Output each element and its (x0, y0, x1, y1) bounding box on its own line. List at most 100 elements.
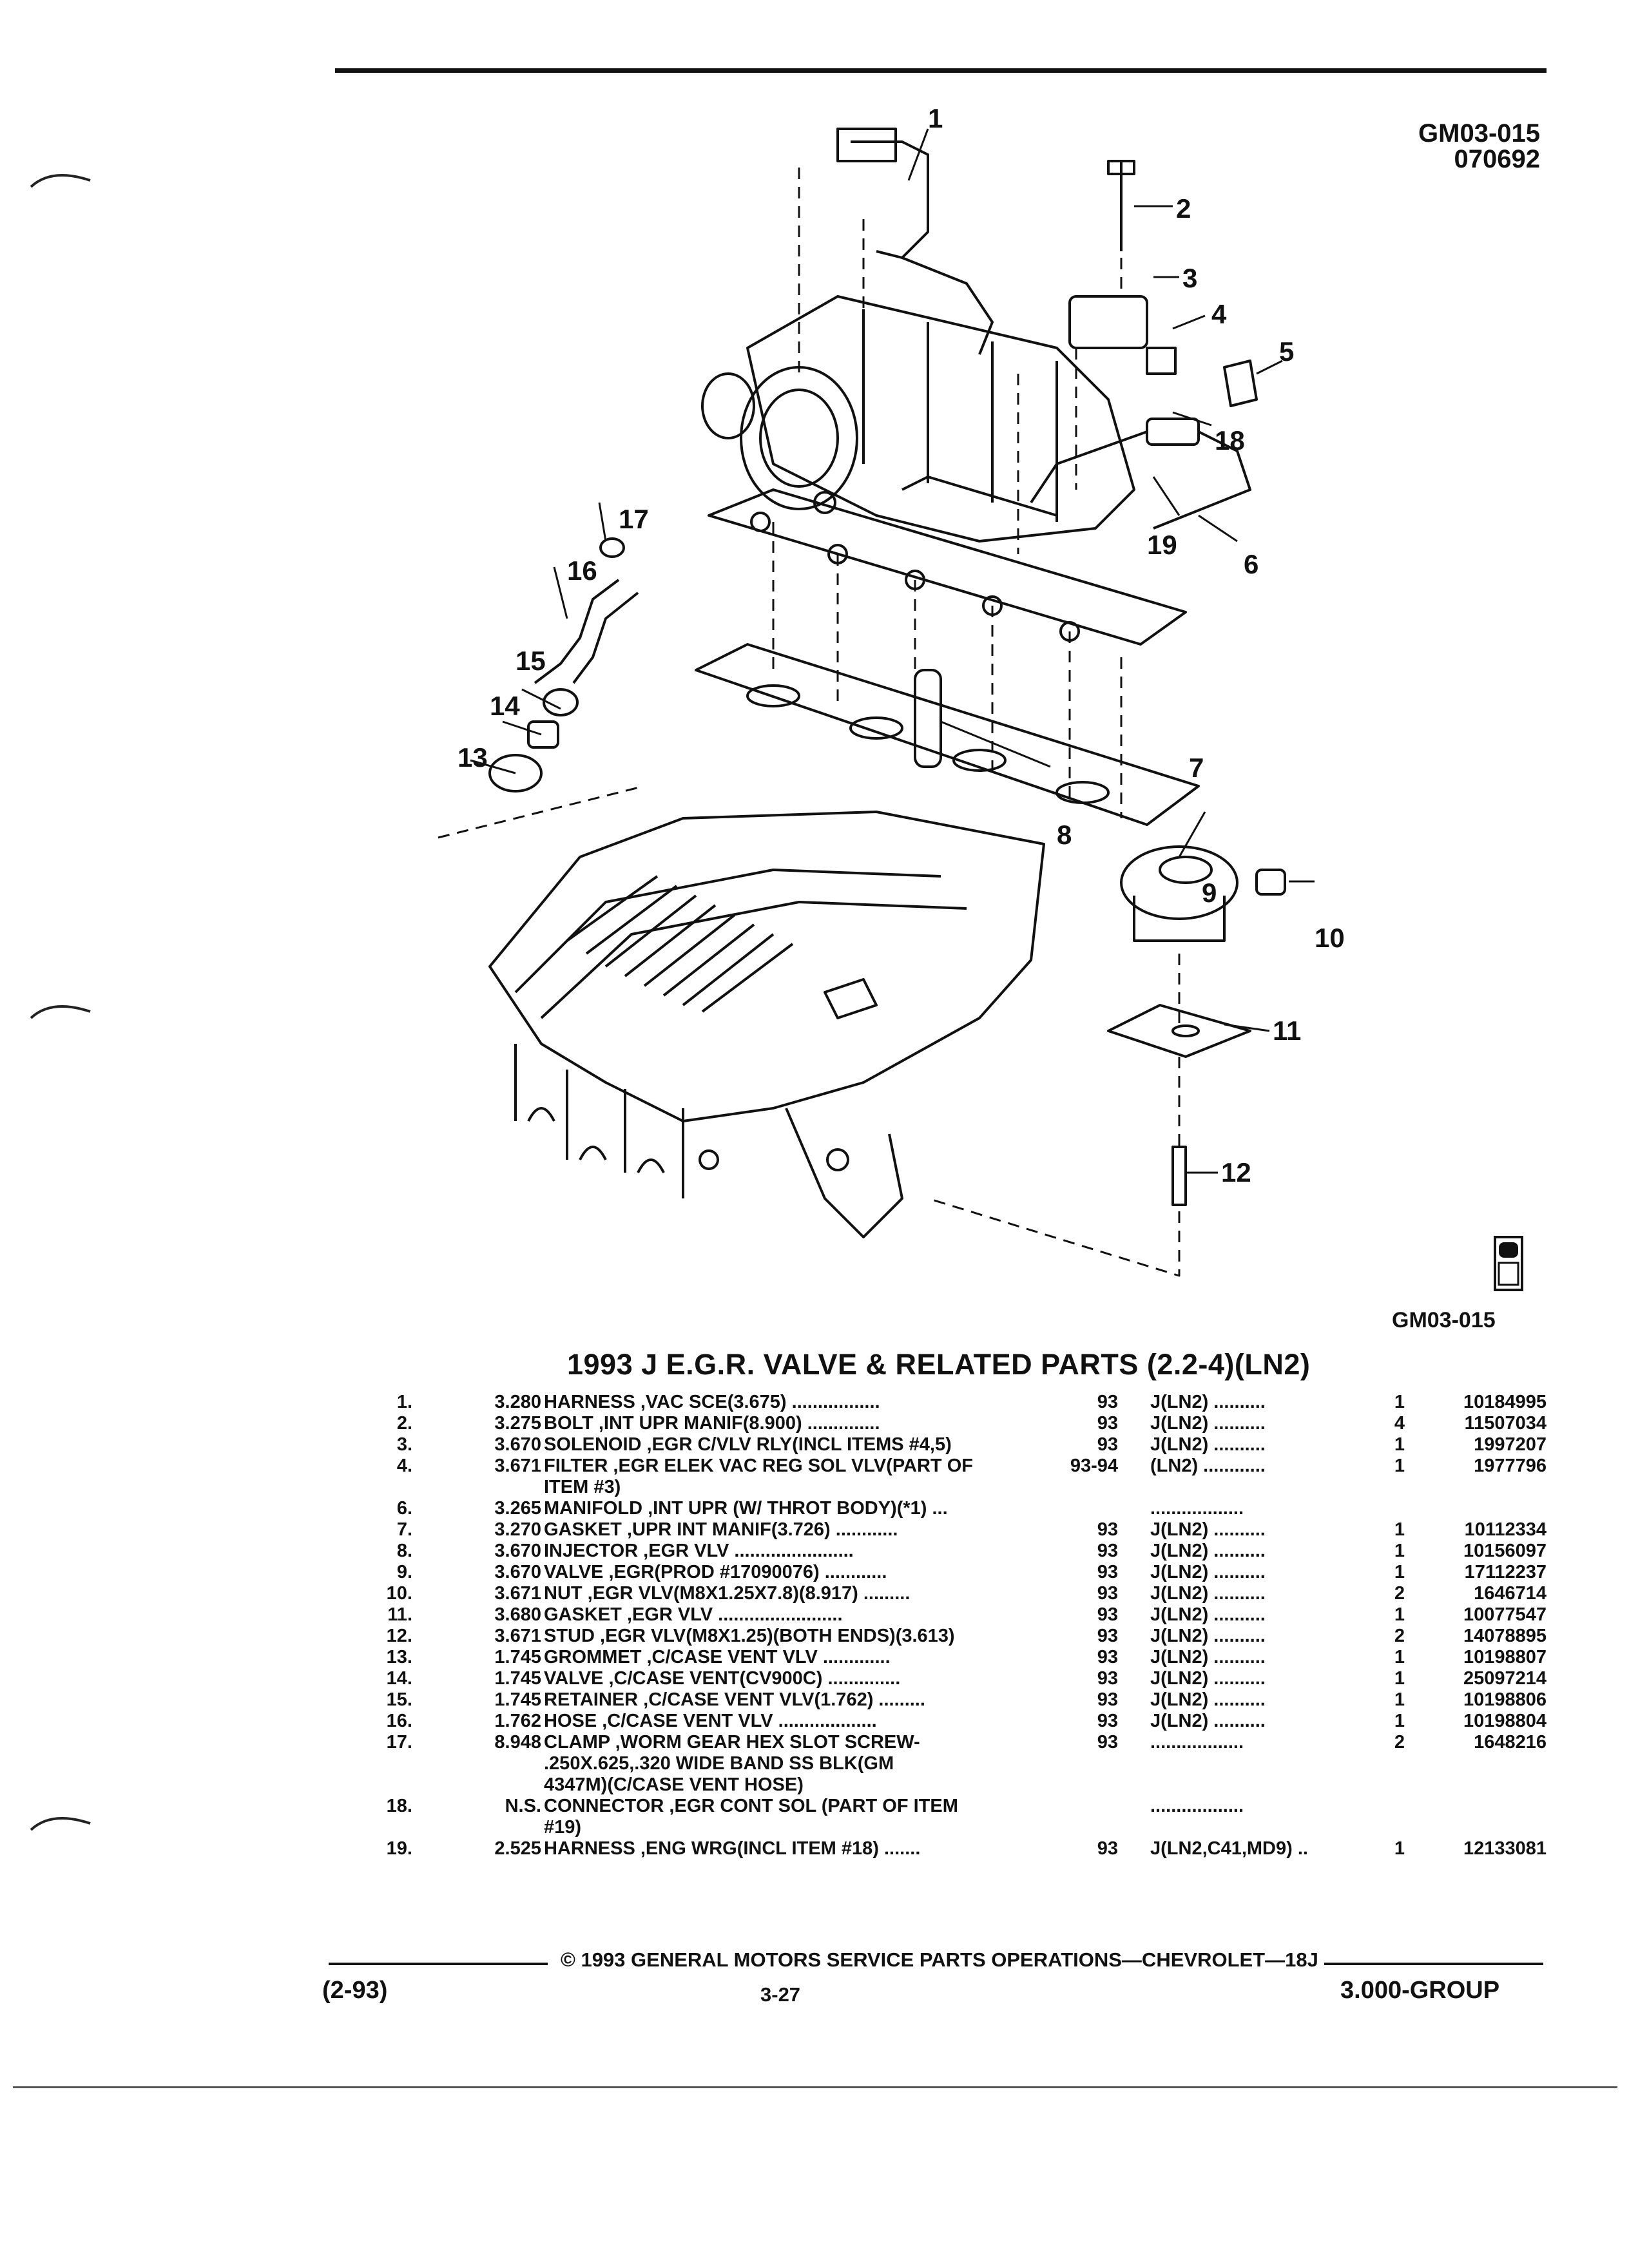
part-number: 10156097 (1463, 1541, 1547, 1561)
part-desc-text: ,EGR VLV ....................... (638, 1541, 854, 1561)
quantity: 2 (1394, 1732, 1405, 1753)
model-year: 93 (1097, 1711, 1118, 1731)
part-name: GROMMET (544, 1647, 642, 1667)
item-number: 1. (396, 1392, 412, 1412)
doc-code: GM03-015 (1418, 119, 1540, 148)
part-description: HOSE ,C/CASE VENT VLV ..................… (544, 1711, 1059, 1732)
egr-solenoid (1068, 295, 1148, 349)
part-description: VALVE ,C/CASE VENT(CV900C) .............… (544, 1668, 1059, 1689)
callout-8: 8 (1057, 820, 1072, 850)
part-number: 17112237 (1464, 1562, 1547, 1582)
part-description: CONNECTOR ,EGR CONT SOL (PART OF ITEM #1… (544, 1796, 1059, 1838)
scan-mark (30, 1817, 91, 1831)
model-code: J(LN2) .......... (1150, 1689, 1266, 1710)
model-code: J(LN2) .......... (1150, 1413, 1266, 1434)
part-name: HARNESS (544, 1392, 635, 1412)
model-code: J(LN2) .......... (1150, 1519, 1266, 1540)
part-name: VALVE (544, 1668, 604, 1689)
part-description: STUD ,EGR VLV(M8X1.25)(BOTH ENDS)(3.613) (544, 1626, 1059, 1647)
item-number: 7. (396, 1519, 412, 1540)
part-description: GASKET ,UPR INT MANIF(3.726) ...........… (544, 1519, 1059, 1541)
part-desc-text: ,C/CASE VENT VLV(1.762) ......... (638, 1689, 925, 1710)
group-number: 3.670 (494, 1541, 541, 1561)
part-desc-text: ,ENG WRG(INCL ITEM #18) ....... (635, 1838, 921, 1859)
egr-exploded-diagram: 1 2 3 4 5 18 19 6 7 8 9 10 11 12 13 14 1… (438, 103, 1345, 1277)
item-number: 6. (396, 1498, 412, 1519)
model-year: 93-94 (1070, 1456, 1118, 1476)
quantity: 1 (1394, 1519, 1405, 1540)
model-code: J(LN2,C41,MD9) .. (1150, 1838, 1308, 1859)
page-number: 3-27 (760, 1983, 801, 2006)
hose-clamp (599, 537, 625, 558)
solenoid-bracket (1223, 360, 1258, 407)
quantity: 2 (1394, 1626, 1405, 1646)
model-year: 93 (1097, 1541, 1118, 1561)
vent-retainer (543, 688, 579, 716)
model-year: 93 (1097, 1413, 1118, 1434)
gasket-lower (695, 643, 1200, 826)
part-number: 10198807 (1463, 1647, 1547, 1667)
part-desc-text: ,EGR ELEK VAC REG SOL VLV(PART OF ITEM #… (544, 1456, 973, 1497)
item-number: 9. (396, 1562, 412, 1582)
footer-rule-left (329, 1963, 548, 1965)
group-number: 8.948 (494, 1732, 541, 1753)
part-desc-text: ,EGR VLV(M8X1.25)(BOTH ENDS)(3.613) (594, 1626, 955, 1646)
valve-cover-fins (566, 875, 794, 1013)
model-code: J(LN2) .......... (1150, 1604, 1266, 1625)
quantity: 2 (1394, 1583, 1405, 1604)
model-code: .................. (1150, 1796, 1244, 1816)
part-desc-text: ,C/CASE VENT VLV ............. (641, 1647, 891, 1667)
model-year: 93 (1097, 1604, 1118, 1625)
callout-3: 3 (1182, 263, 1197, 293)
part-desc-text: ,INT UPR (W/ THROT BODY)(*1) ... (642, 1498, 948, 1519)
group-number: 2.525 (494, 1838, 541, 1859)
model-year: 93 (1097, 1626, 1118, 1646)
part-number: 10184995 (1463, 1392, 1547, 1412)
vent-valve (527, 720, 559, 749)
model-year: 93 (1097, 1732, 1118, 1753)
model-code: .................. (1150, 1732, 1244, 1753)
part-name: STUD (544, 1626, 595, 1646)
parts-row: 6.3.265..................MANIFOLD ,INT U… (361, 1498, 1547, 1519)
part-name: CONNECTOR (544, 1796, 664, 1816)
item-number: 4. (396, 1456, 412, 1476)
callout-14: 14 (490, 691, 520, 721)
scan-mark (30, 174, 91, 188)
part-description: MANIFOLD ,INT UPR (W/ THROT BODY)(*1) ..… (544, 1498, 1059, 1519)
item-number: 3. (396, 1434, 412, 1455)
part-name: MANIFOLD (544, 1498, 643, 1519)
part-number: 10077547 (1463, 1604, 1547, 1625)
doc-date: 070692 (1454, 145, 1540, 173)
part-description: CLAMP ,WORM GEAR HEX SLOT SCREW- .250X.6… (544, 1732, 1059, 1796)
eng-harness (1030, 430, 1251, 530)
group-number: 3.670 (494, 1434, 541, 1455)
model-year: 93 (1097, 1668, 1118, 1689)
egr-nut (1255, 869, 1286, 896)
part-name: HOSE (544, 1711, 597, 1731)
quantity: 1 (1394, 1456, 1405, 1476)
part-number: 1977796 (1474, 1456, 1547, 1476)
group-number: 3.275 (494, 1413, 541, 1434)
part-number: 10198806 (1463, 1689, 1547, 1710)
item-number: 13. (386, 1647, 412, 1667)
model-code: J(LN2) .......... (1150, 1583, 1266, 1604)
quantity: 1 (1394, 1668, 1405, 1689)
part-name: RETAINER (544, 1689, 639, 1710)
part-name: NUT (544, 1583, 583, 1604)
part-desc-text: ,UPR INT MANIF(3.726) ............ (621, 1519, 898, 1540)
group-number: 3.671 (494, 1583, 541, 1604)
model-code: J(LN2) .......... (1150, 1668, 1266, 1689)
model-code: (LN2) ............ (1150, 1456, 1266, 1476)
callout-16: 16 (567, 555, 597, 586)
egr-connector (1146, 418, 1200, 446)
item-number: 2. (396, 1413, 412, 1434)
part-desc-text: ,EGR C/VLV RLY(INCL ITEMS #4,5) (641, 1434, 952, 1455)
item-number: 12. (386, 1626, 412, 1646)
